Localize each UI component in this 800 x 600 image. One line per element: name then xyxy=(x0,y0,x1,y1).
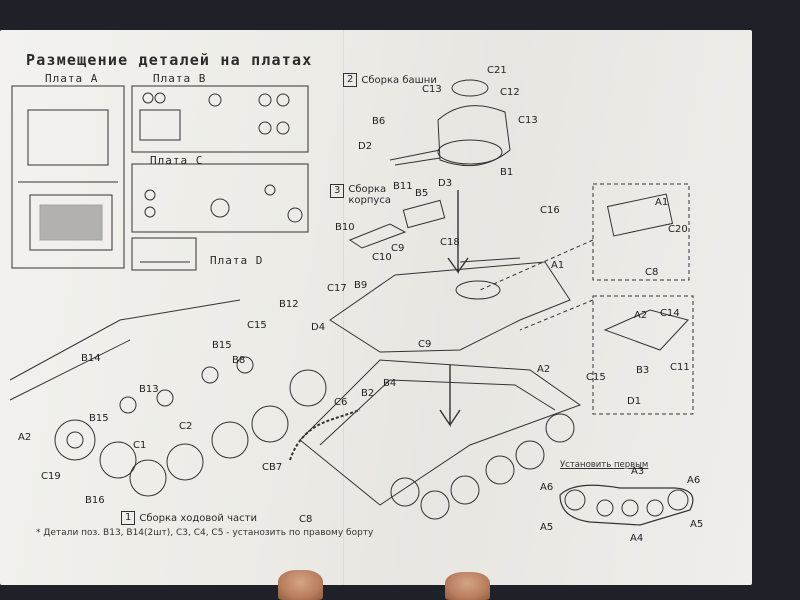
callout: B11 xyxy=(393,181,413,192)
callout: A6 xyxy=(540,482,553,493)
sheet-title: Размещение деталей на платах xyxy=(26,51,313,69)
callout: C8 xyxy=(645,267,658,278)
callout: B10 xyxy=(335,222,355,233)
callout: C11 xyxy=(670,362,690,373)
callout: A4 xyxy=(630,533,643,544)
callout: CB7 xyxy=(262,462,282,473)
plate-b-label: Плата B xyxy=(153,72,207,85)
callout: B12 xyxy=(279,299,299,310)
callout: A6 xyxy=(687,475,700,486)
callout: C8 xyxy=(299,514,312,525)
install-first-note: Установить первым xyxy=(560,460,649,470)
callout: A5 xyxy=(690,519,703,530)
thumb-right xyxy=(445,572,490,600)
callout: A5 xyxy=(540,522,553,533)
thumb-left xyxy=(278,570,323,600)
callout: C12 xyxy=(500,87,520,98)
callout: C9 xyxy=(418,339,431,350)
callout: B4 xyxy=(383,378,396,389)
callout: B5 xyxy=(415,188,428,199)
callout: C6 xyxy=(334,397,347,408)
step-hull: 3 Сборка корпуса xyxy=(330,184,410,206)
callout: B1 xyxy=(500,167,513,178)
callout: A1 xyxy=(551,260,564,271)
callout: C13 xyxy=(518,115,538,126)
callout: B6 xyxy=(372,116,385,127)
plate-a-label: Плата A xyxy=(45,72,99,85)
turret-drawing xyxy=(389,79,511,167)
plate-c-frame xyxy=(131,163,309,233)
callout: B13 xyxy=(139,384,159,395)
callout: C13 xyxy=(422,84,442,95)
step-label: Сборка башни xyxy=(361,74,437,86)
plate-a-frame xyxy=(11,85,125,269)
instruction-sheet xyxy=(0,30,752,585)
step-number: 3 xyxy=(330,184,345,198)
step-label: Сборка ходовой части xyxy=(139,512,257,524)
left-running-gear xyxy=(9,299,327,497)
step-number: 1 xyxy=(121,511,136,525)
detail-inset-2 xyxy=(592,295,694,415)
callout: B14 xyxy=(81,353,101,364)
track-drawing xyxy=(289,409,361,461)
plate-b-frame xyxy=(131,85,309,153)
footnote: * Детали поз. B13, B14(2шт), C3, C4, C5 … xyxy=(36,528,374,538)
right-running-gear xyxy=(390,413,575,520)
page-fold xyxy=(343,30,344,585)
callout: B15 xyxy=(212,340,232,351)
detail-inset-1 xyxy=(592,183,690,281)
callout: C10 xyxy=(372,252,392,263)
callout: B3 xyxy=(636,365,649,376)
callout: C17 xyxy=(327,283,347,294)
lower-hull-drawing xyxy=(299,359,582,506)
callout: C15 xyxy=(586,372,606,383)
callout: C18 xyxy=(440,237,460,248)
callout: D2 xyxy=(358,141,372,152)
callout: C19 xyxy=(41,471,61,482)
callout: D1 xyxy=(627,396,641,407)
step-turret: 2 Сборка башни xyxy=(343,73,437,87)
callout: A1 xyxy=(655,197,668,208)
callout: C9 xyxy=(391,243,404,254)
track-install-diagram xyxy=(559,484,694,526)
callout: C20 xyxy=(668,224,688,235)
hull-top-drawing xyxy=(329,199,571,353)
callout: B16 xyxy=(85,495,105,506)
step-suspension: 1 Сборка ходовой части xyxy=(121,511,257,525)
callout: D4 xyxy=(311,322,325,333)
callout: B9 xyxy=(354,280,367,291)
callout: A2 xyxy=(18,432,31,443)
callout: A3 xyxy=(631,466,644,477)
callout: B15 xyxy=(89,413,109,424)
callout: A2 xyxy=(634,310,647,321)
callout: C1 xyxy=(133,440,146,451)
plate-d-frame xyxy=(131,237,197,271)
callout: A2 xyxy=(537,364,550,375)
callout: C2 xyxy=(179,421,192,432)
callout: C15 xyxy=(247,320,267,331)
callout: B8 xyxy=(232,355,245,366)
callout: C21 xyxy=(487,65,507,76)
step-label: Сборка корпуса xyxy=(348,184,391,206)
callout: D3 xyxy=(438,178,452,189)
callout: B2 xyxy=(361,388,374,399)
callout: C16 xyxy=(540,205,560,216)
callout: C14 xyxy=(660,308,680,319)
step-number: 2 xyxy=(343,73,358,87)
plate-d-label: Плата D xyxy=(210,254,264,267)
